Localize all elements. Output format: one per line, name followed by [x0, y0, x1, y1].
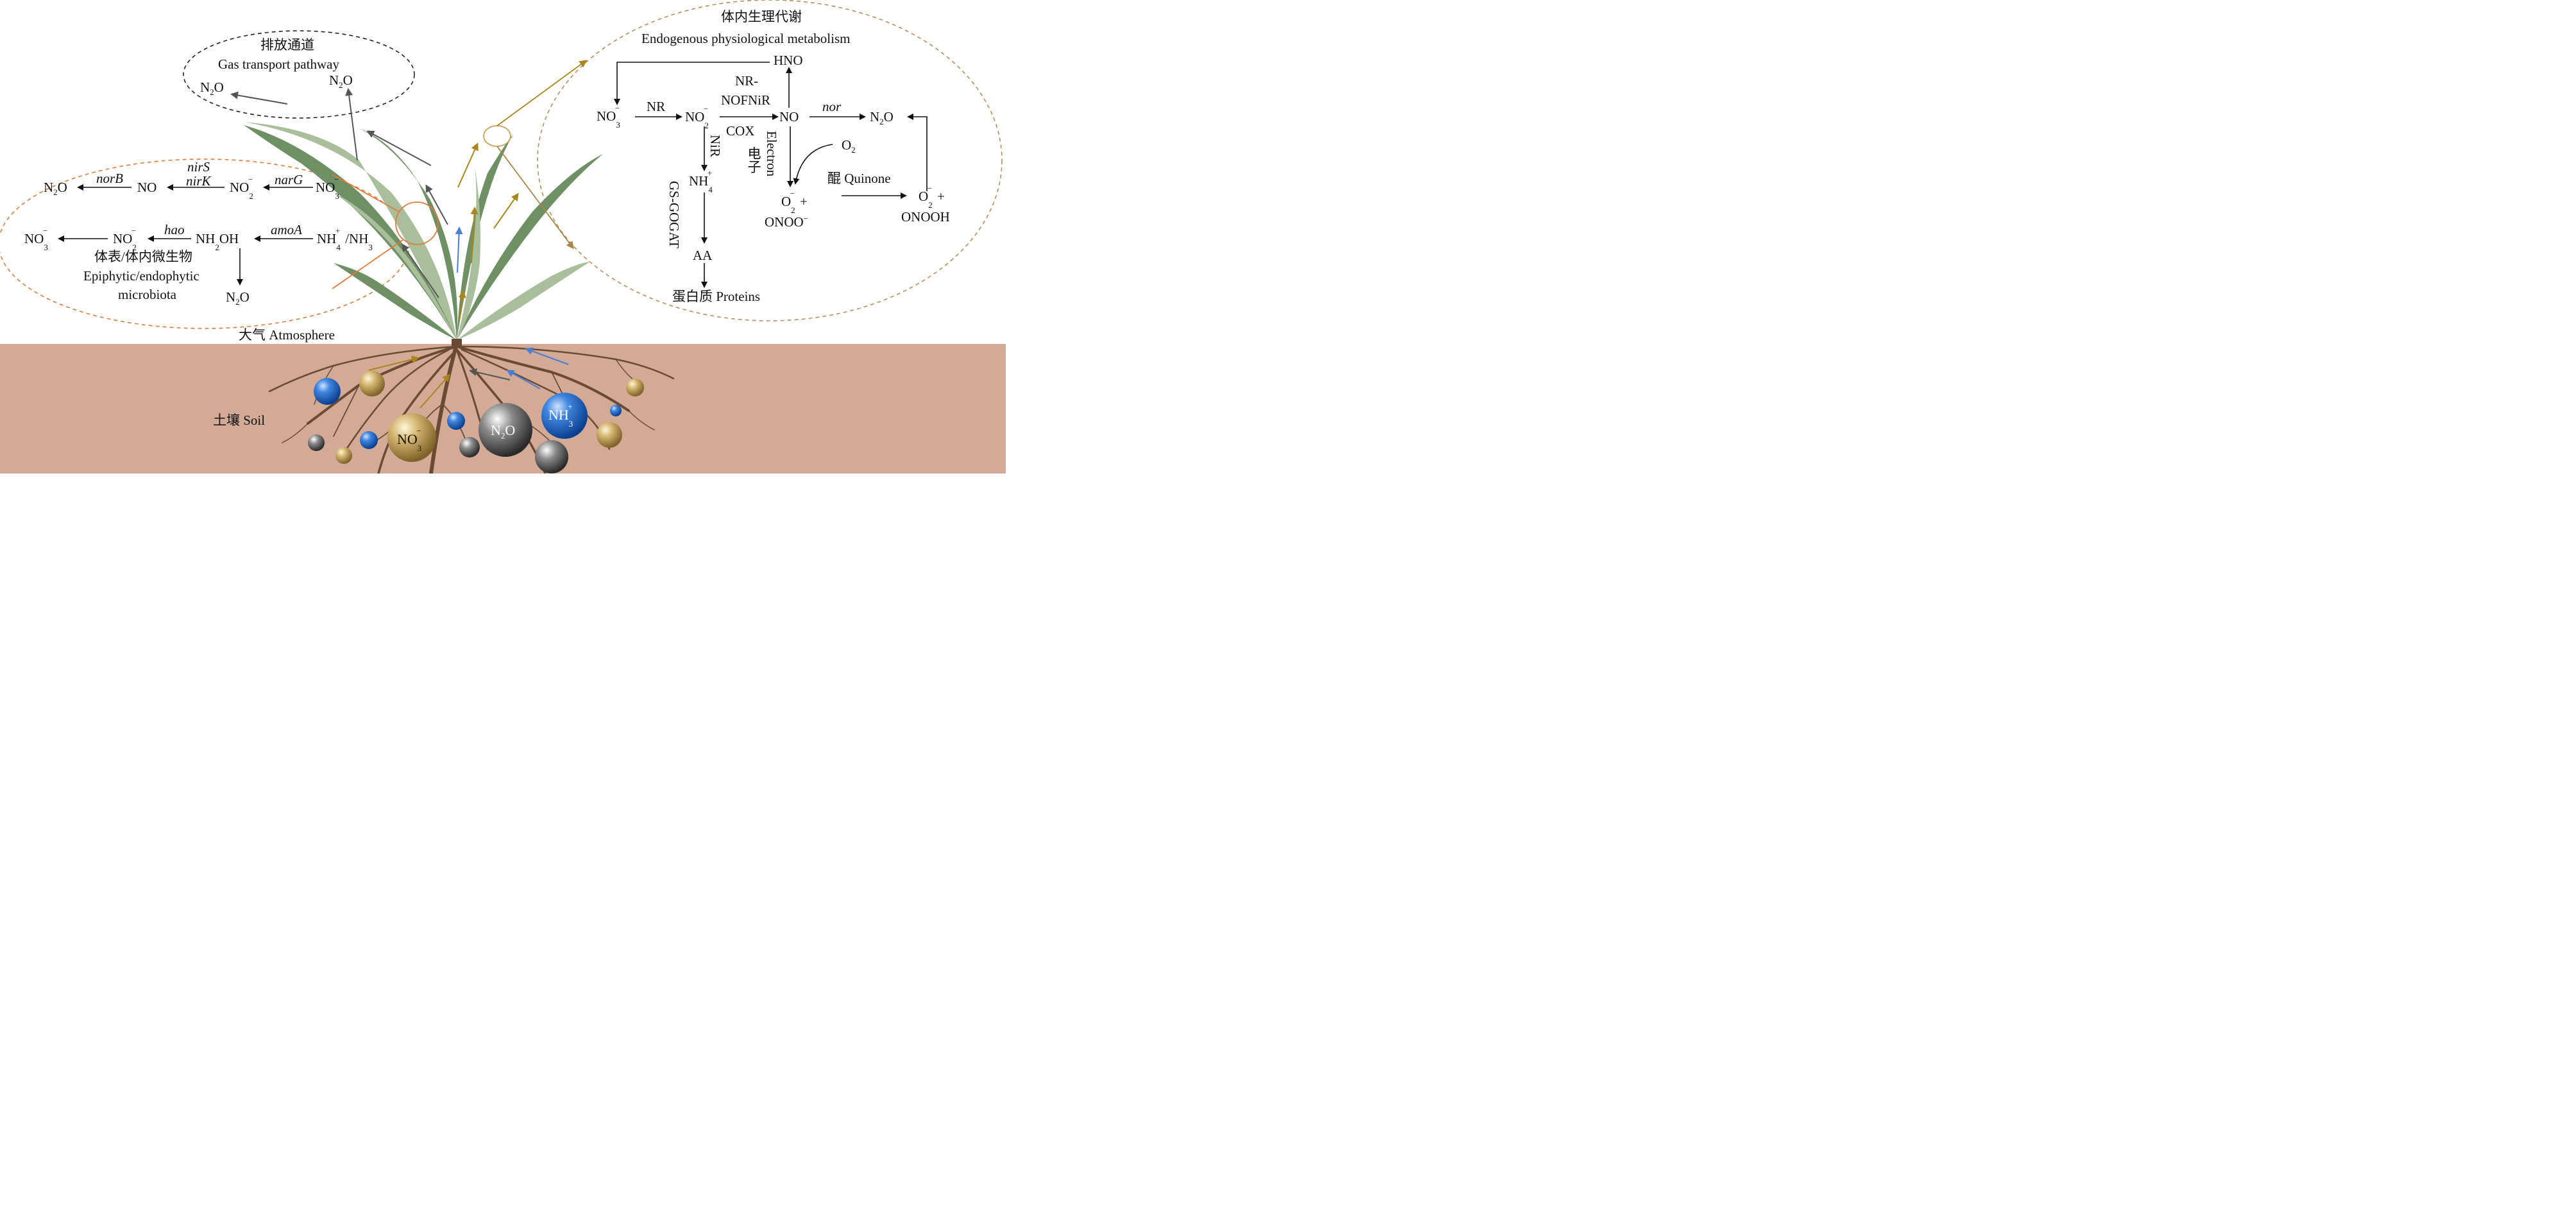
micro-amoA: amoA: [271, 222, 302, 237]
meta-title-cn: 体内生理代谢: [721, 9, 802, 24]
micro-hao: hao: [164, 222, 185, 237]
meta-no3: NO3−: [597, 103, 620, 130]
micro-n2o-denit: N2O: [44, 180, 67, 198]
pathway-n2o-right: N2O: [329, 72, 353, 90]
pathway-n2o-left: N2O: [200, 80, 224, 98]
meta-superoxide-1: O2−+: [781, 189, 808, 216]
meta-n2o: N2O: [870, 109, 894, 127]
diagram-canvas: [0, 0, 1006, 473]
meta-nor: nor: [822, 99, 842, 114]
atmosphere-label: 大气 Atmosphere: [239, 327, 335, 343]
nitrate-arrows: [368, 142, 519, 409]
meta-hno: HNO: [774, 53, 803, 68]
micro-nirK: nirK: [186, 173, 211, 189]
micro-no: NO: [137, 180, 157, 195]
micro-no2-nit: NO2−: [113, 226, 137, 253]
meta-nr: NR: [647, 99, 666, 114]
microbiota-arrows: [58, 184, 313, 286]
meta-nr-nofnir-2: NOFNiR: [721, 92, 771, 108]
micro-title-en-1: Epiphytic/endophytic: [83, 268, 199, 284]
metabolism-ellipse: [537, 0, 1003, 321]
plant-leaves: [244, 122, 603, 348]
meta-nir: NiR: [708, 135, 723, 158]
micro-title-en-2: microbiota: [118, 287, 176, 302]
ion-no3-label: NO3−: [397, 425, 422, 454]
meta-electron-en: Electron: [764, 131, 779, 177]
micro-norB: norB: [96, 171, 123, 186]
metabolism-arrows: [614, 62, 928, 288]
ion-nh3-label: NH3+: [548, 401, 573, 429]
ammonium-arrows: [455, 226, 569, 389]
meta-nr-nofnir-1: NR-: [735, 73, 759, 89]
meta-o2: O2: [842, 137, 856, 155]
magnifier-to-metabolism-arrow: [496, 60, 588, 126]
meta-electron-cn: 电子: [746, 146, 761, 173]
micro-n2o-nit: N2O: [226, 289, 250, 307]
micro-narG: narG: [275, 172, 303, 187]
meta-proteins: 蛋白质 Proteins: [672, 289, 761, 304]
meta-no2: NO2−: [685, 104, 709, 131]
meta-cox: COX: [726, 123, 755, 139]
micro-no2-denit: NO2−: [230, 175, 253, 201]
pathway-ellipse: [183, 30, 415, 119]
micro-title-cn: 体表/体内微生物: [94, 249, 192, 264]
meta-quinone: 醌 Quinone: [827, 171, 891, 186]
meta-nh4: NH4+: [689, 168, 713, 195]
microbiota-magnifier: [332, 174, 439, 289]
micro-nirS: nirS: [187, 159, 210, 175]
meta-superoxide-2: O2−+: [919, 183, 945, 210]
meta-onooh: ONOOH: [901, 209, 950, 225]
pathway-title-cn: 排放通道: [260, 37, 314, 53]
magnifier-to-metabolism-arrow-2: [496, 146, 574, 250]
meta-gs-gogat: GS-GOGAT: [666, 181, 682, 248]
micro-nh2oh: NH2OH: [196, 231, 239, 253]
soil-particles: [308, 371, 644, 473]
meta-title-en: Endogenous physiological metabolism: [641, 31, 851, 46]
micro-no3-nit: NO3−: [24, 226, 48, 253]
meta-onoo: ONOO−: [765, 214, 809, 230]
gas-arrows: [230, 88, 511, 380]
soil-label: 土壤 Soil: [213, 413, 266, 428]
meta-aa: AA: [693, 248, 713, 263]
pathway-title-en: Gas transport pathway: [218, 56, 339, 72]
metabolism-magnifier: [483, 125, 511, 147]
meta-no: NO: [779, 109, 799, 124]
micro-no3-denit: NO3−: [316, 175, 339, 201]
ion-n2o-label: N2O: [491, 422, 516, 441]
micro-nh4-nh3: NH4+/NH3: [317, 226, 373, 253]
